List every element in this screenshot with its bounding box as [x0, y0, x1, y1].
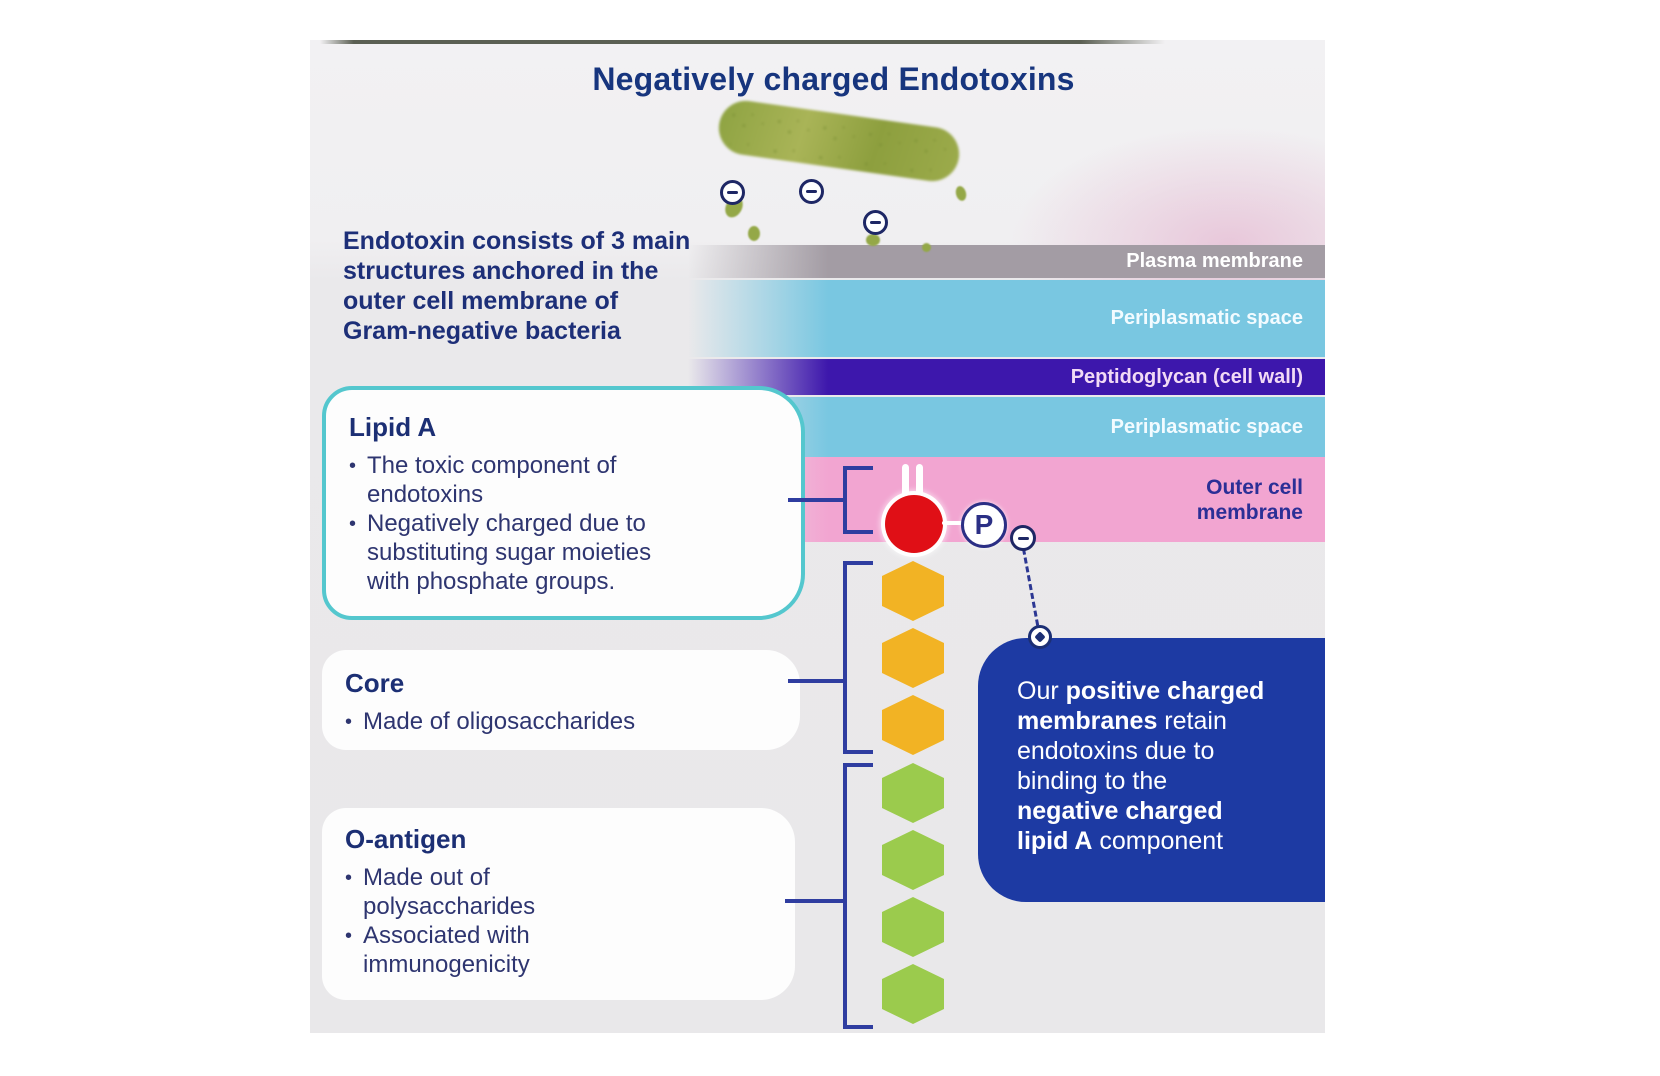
bacteria-fragment: [866, 234, 880, 246]
lipid-tail: [916, 464, 923, 500]
callout-text-line: binding to the: [1017, 766, 1301, 796]
bullet-dot: •: [345, 925, 353, 947]
peptidoglycan-band: Peptidoglycan (cell wall): [688, 359, 1325, 395]
bullet-item: • Made out of polysaccharides: [345, 863, 785, 921]
o-antigen-bracket: [843, 763, 873, 1029]
callout-text: Our: [1017, 677, 1066, 705]
bullet-text: Made out of polysaccharides: [363, 864, 536, 920]
text-line: membrane: [1196, 500, 1303, 524]
text-line: outer cell membrane of: [343, 287, 619, 315]
bacteria-fragment: [748, 226, 760, 241]
peptidoglycan-label: Peptidoglycan (cell wall): [1070, 365, 1303, 388]
bullet-dot: •: [345, 867, 353, 889]
callout-bold-text: lipid A: [1017, 827, 1093, 855]
callout-text-line: membranes retain: [1017, 706, 1301, 736]
bullet-text: Associated with immunogenicity: [363, 922, 530, 978]
lipid-a-title: Lipid A: [349, 412, 437, 442]
callout-dashed-connector: [1022, 548, 1040, 626]
core-info-box: Core • Made of oligosaccharides: [322, 650, 800, 750]
minus-icon: [727, 191, 738, 194]
plasma-membrane-label: Plasma membrane: [1126, 250, 1303, 272]
bullet-item: • Associated with immunogenicity: [345, 921, 785, 979]
o-antigen-title: O-antigen: [345, 824, 467, 854]
callout-text-line: lipid A component: [1017, 826, 1301, 856]
text-line: Endotoxin consists of 3 main: [343, 227, 691, 255]
callout-text: binding to the: [1017, 767, 1168, 795]
bullet-text: Negatively charged due to substituting s…: [367, 510, 652, 595]
periplasmatic-space-label: Periplasmatic space: [1110, 415, 1303, 438]
bacteria-fragment: [922, 243, 931, 252]
callout-bold-text: negative charged: [1017, 797, 1223, 825]
phosphate-bond-line: [942, 521, 963, 525]
minus-icon: [1017, 536, 1029, 540]
bullet-dot: •: [345, 711, 353, 733]
phosphate-icon: P: [961, 502, 1007, 548]
star-icon: [1034, 631, 1046, 643]
callout-bold-text: membranes: [1017, 707, 1158, 735]
callout-text: endotoxins due to: [1017, 737, 1215, 765]
bullet-dot: •: [349, 455, 357, 477]
o-antigen-sugar-unit: [882, 830, 944, 890]
callout-text-line: endotoxins due to: [1017, 736, 1301, 766]
negative-charge-icon: [799, 179, 824, 204]
callout-text: component: [1092, 827, 1224, 855]
page-title: Negatively charged Endotoxins: [592, 61, 1075, 97]
o-antigen-sugar-unit: [882, 763, 944, 823]
bullet-item: • The toxic component of endotoxins: [349, 451, 791, 509]
callout-text-line: negative charged: [1017, 796, 1301, 826]
infographic-content-area: Negatively charged Endotoxins Endotoxin …: [310, 40, 1325, 1033]
bullet-text: The toxic component of endotoxins: [367, 452, 617, 508]
o-antigen-info-box: O-antigen • Made out of polysaccharides • A…: [322, 808, 795, 1000]
core-sugar-unit: [882, 561, 944, 621]
lipid-tail: [902, 464, 909, 500]
minus-icon: [806, 190, 817, 193]
core-bracket: [843, 561, 873, 754]
lipid-a-info-box: Lipid A • The toxic component of endotoxi…: [322, 386, 805, 620]
bullet-text: Made of oligosaccharides: [363, 708, 636, 735]
lipid-a-unit: [885, 495, 943, 553]
lipid-a-connector-line: [788, 498, 845, 502]
bullet-item: • Made of oligosaccharides: [345, 707, 790, 737]
core-title: Core: [345, 668, 405, 698]
lipid-a-bracket: [843, 466, 873, 534]
text-line: Gram-negative bacteria: [343, 317, 621, 345]
bullet-item: • Negatively charged due to substituting …: [349, 509, 791, 596]
core-sugar-chain: [882, 561, 944, 755]
core-sugar-unit: [882, 628, 944, 688]
negative-charge-icon: [863, 210, 888, 235]
o-antigen-bullets: • Made out of polysaccharides • Associated …: [345, 863, 785, 979]
o-antigen-sugar-unit: [882, 897, 944, 957]
text-line: Outer cell: [1206, 475, 1303, 499]
periplasmatic-space-band-1: Periplasmatic space: [688, 280, 1325, 357]
callout-bold-text: positive charged: [1065, 677, 1265, 705]
callout-anchor-icon: [1028, 625, 1052, 649]
bullet-dot: •: [349, 513, 357, 535]
periplasmatic-space-label: Periplasmatic space: [1110, 307, 1303, 329]
core-connector-line: [788, 679, 845, 683]
core-sugar-unit: [882, 695, 944, 755]
plasma-membrane-band: Plasma membrane: [688, 245, 1325, 278]
o-antigen-sugar-chain: [882, 763, 944, 1024]
callout-text: retain: [1157, 707, 1227, 735]
minus-icon: [870, 221, 881, 224]
o-antigen-connector-line: [785, 899, 845, 903]
top-edge-line: [320, 40, 1165, 44]
core-bullets: • Made of oligosaccharides: [345, 707, 790, 737]
o-antigen-sugar-unit: [882, 964, 944, 1024]
lipid-a-bullets: • The toxic component of endotoxins • Negat…: [349, 451, 791, 596]
negative-charge-icon: [1010, 525, 1036, 551]
negative-charge-icon: [720, 180, 745, 205]
callout-text-line: Our positive charged: [1017, 676, 1301, 706]
text-line: structures anchored in the: [343, 257, 659, 285]
